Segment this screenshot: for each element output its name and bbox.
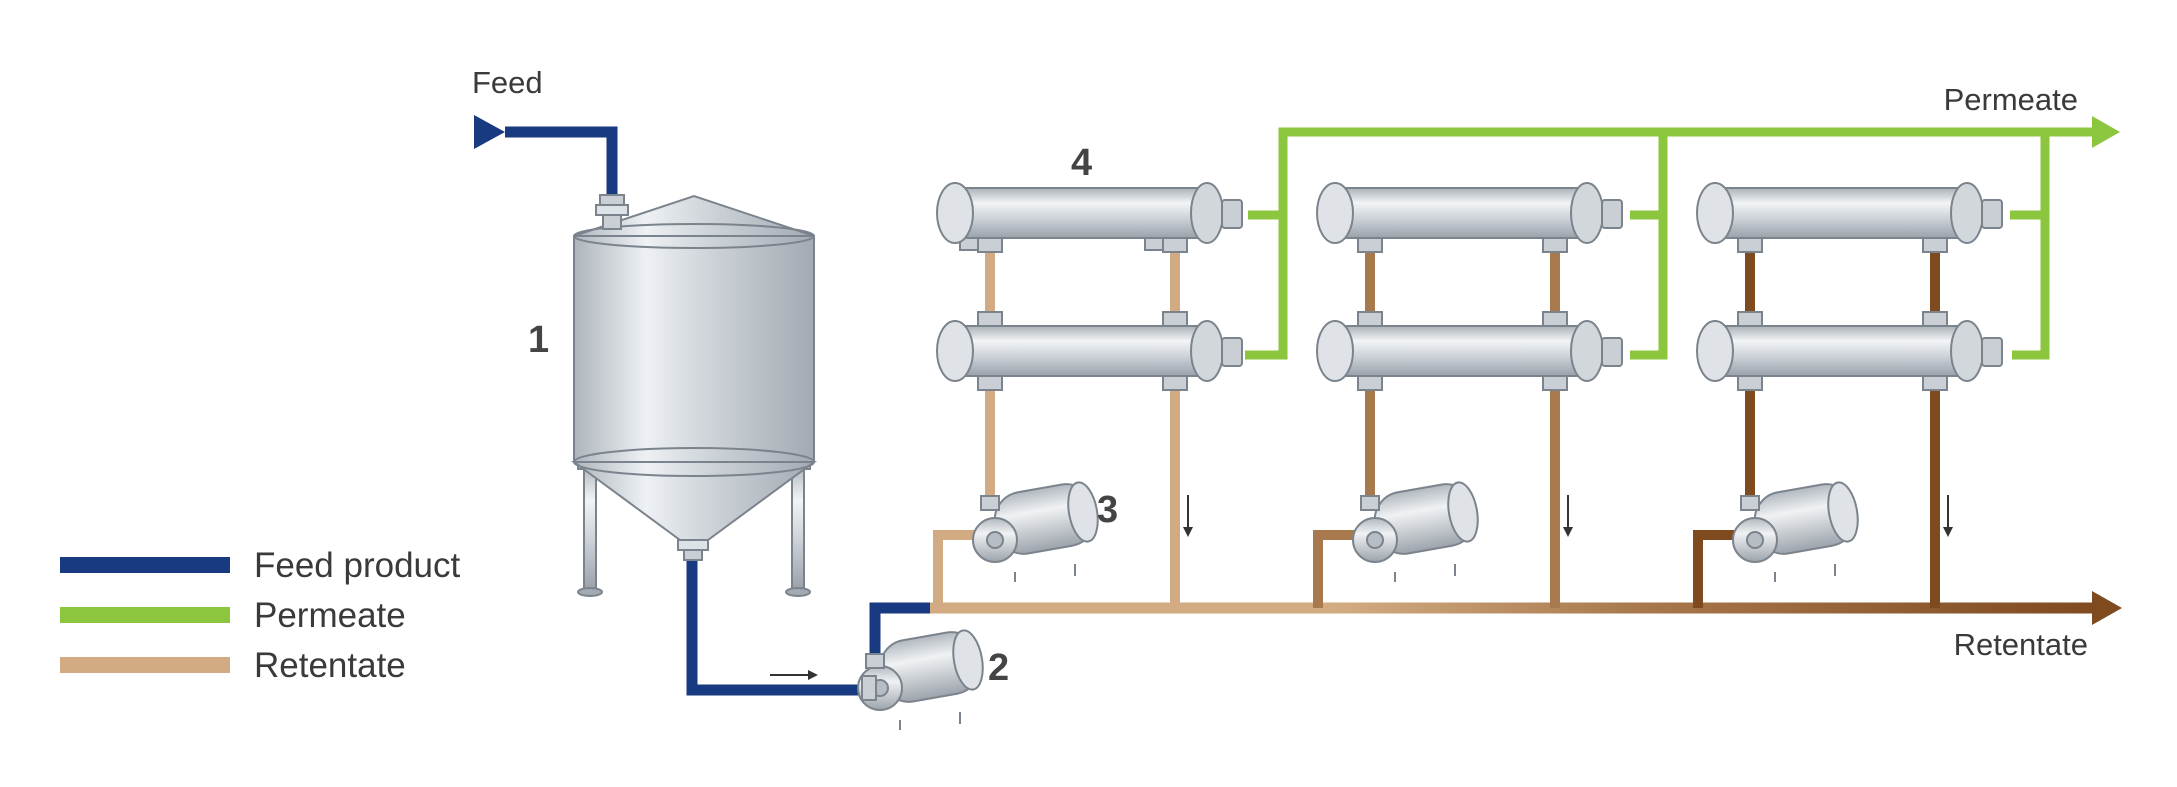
permeate-outlet-arrow-icon [2092, 116, 2120, 148]
legend-label-feed-product: Feed product [254, 546, 461, 585]
tank-number: 1 [528, 319, 549, 361]
feed-pump-icon [857, 629, 984, 730]
membrane-module-icon [936, 182, 1243, 253]
stage1-retentate-pipes [933, 250, 1180, 608]
circulation-pump-icon [1732, 481, 1859, 582]
legend-label-retentate: Retentate [254, 646, 406, 685]
feed-inlet-arrow-icon [474, 115, 505, 149]
permeate-pipes [1245, 127, 2095, 360]
feed-pump-number: 2 [988, 647, 1009, 689]
circulation-pump-number: 3 [1097, 489, 1118, 531]
membrane-module-icon [936, 311, 1243, 391]
legend-swatch-retentate [60, 657, 230, 673]
legend: Feed product Permeate Retentate [60, 546, 461, 685]
feed-pipes [505, 126, 930, 696]
legend-label-permeate: Permeate [254, 596, 406, 635]
tank-icon [570, 194, 818, 597]
membrane-module-icon [1316, 311, 1623, 391]
flow-arrow-icon [770, 495, 1953, 680]
stage2-retentate-pipes [1313, 250, 1560, 608]
circulation-pump-icon [1352, 481, 1479, 582]
legend-swatch-feed-product [60, 557, 230, 573]
membrane-module-icon [1696, 182, 2003, 253]
membrane-modules [936, 182, 2003, 391]
membrane-module-icon [1316, 182, 1623, 253]
retentate-outlet-label: Retentate [1954, 627, 2088, 662]
retentate-outlet-arrow-icon [2092, 591, 2122, 625]
stage3-retentate-pipes [1693, 250, 1940, 608]
permeate-outlet-label: Permeate [1944, 82, 2078, 117]
legend-swatch-permeate [60, 607, 230, 623]
circulation-pump-icon [972, 481, 1099, 582]
membrane-module-icon [1696, 311, 2003, 391]
feed-label: Feed [472, 65, 543, 100]
membrane-modules-number: 4 [1071, 142, 1092, 184]
